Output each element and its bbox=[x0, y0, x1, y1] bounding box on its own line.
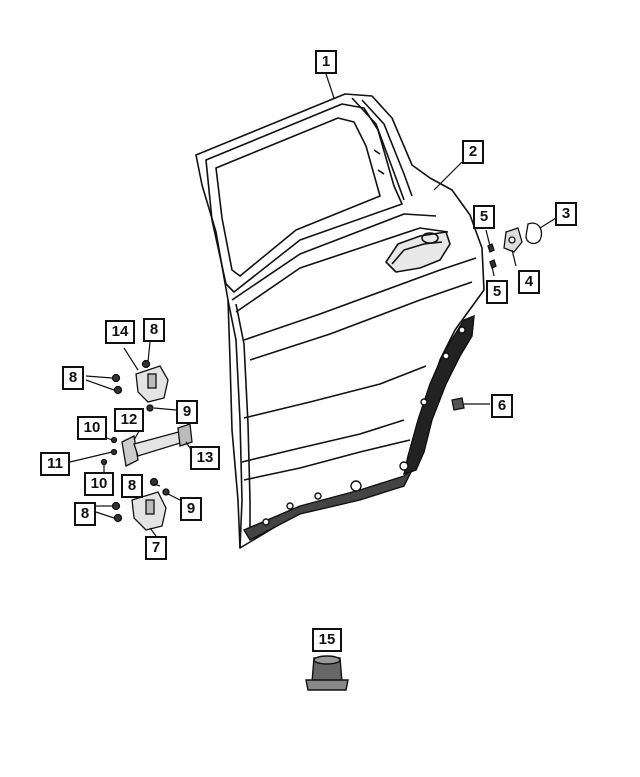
callout-14: 14 bbox=[105, 320, 135, 344]
wheel-flare-molding bbox=[242, 314, 475, 541]
door-shell bbox=[195, 93, 485, 549]
callout-5-upper: 5 bbox=[473, 205, 495, 229]
callout-10-upper: 10 bbox=[77, 416, 107, 440]
callout-7: 7 bbox=[145, 536, 167, 560]
leader-lines bbox=[69, 73, 557, 537]
callout-8-mid: 8 bbox=[121, 474, 143, 498]
callout-8-top: 8 bbox=[143, 318, 165, 342]
callout-10-lower: 10 bbox=[84, 472, 114, 496]
rivet-nut-15 bbox=[305, 655, 349, 691]
callout-13: 13 bbox=[190, 446, 220, 470]
callout-9-lower: 9 bbox=[180, 497, 202, 521]
callout-8-lower-left: 8 bbox=[74, 502, 96, 526]
callout-9-upper: 9 bbox=[176, 400, 198, 424]
callout-3: 3 bbox=[555, 202, 577, 226]
callout-8-upper-left: 8 bbox=[62, 366, 84, 390]
lower-hinge-group bbox=[111, 477, 170, 531]
latch-seal bbox=[525, 222, 543, 245]
nut-6 bbox=[451, 397, 465, 411]
callout-1: 1 bbox=[315, 50, 337, 74]
callout-2: 2 bbox=[462, 140, 484, 164]
callout-11: 11 bbox=[40, 452, 70, 476]
callout-4: 4 bbox=[518, 270, 540, 294]
callout-6: 6 bbox=[491, 394, 513, 418]
upper-hinge-group bbox=[111, 359, 169, 412]
callout-12: 12 bbox=[114, 408, 144, 432]
door-check-group bbox=[100, 423, 193, 467]
callout-15: 15 bbox=[312, 628, 342, 652]
callout-5-lower: 5 bbox=[486, 280, 508, 304]
